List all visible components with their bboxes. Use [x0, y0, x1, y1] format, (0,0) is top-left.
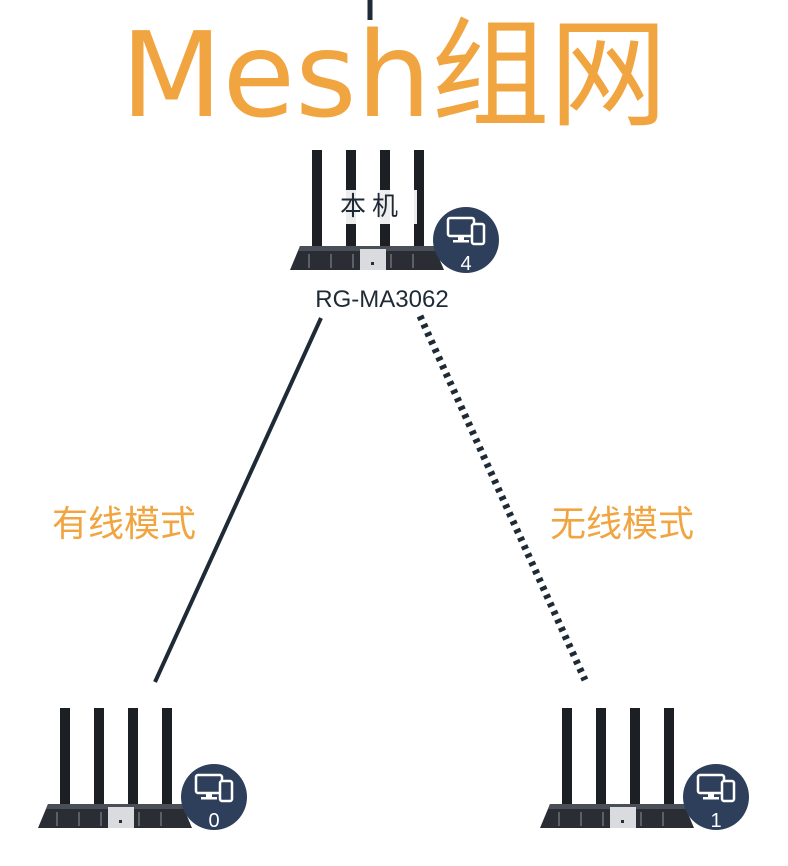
main-router-name: RG-MA3062 [315, 286, 449, 313]
wireless-link-line [416, 314, 589, 682]
wireless-child-client-count: 1 [710, 810, 721, 832]
wired-child-client-count: 0 [208, 810, 219, 832]
main-client-badge[interactable]: 4 [431, 205, 501, 275]
wireless-child-router[interactable] [540, 708, 694, 828]
page-title: Mesh组网 [120, 6, 668, 144]
main-client-count: 4 [460, 253, 471, 275]
router-icon [540, 708, 694, 828]
wired-child-router[interactable] [38, 708, 192, 828]
wired-mode-label: 有线模式 [52, 504, 197, 545]
router-icon [38, 708, 192, 828]
wireless-child-client-badge[interactable]: 1 [681, 762, 751, 832]
local-device-label: 本机 [327, 190, 417, 224]
wired-link-line [153, 317, 323, 683]
wireless-mode-label: 无线模式 [550, 504, 695, 545]
wired-child-client-badge[interactable]: 0 [179, 762, 249, 832]
